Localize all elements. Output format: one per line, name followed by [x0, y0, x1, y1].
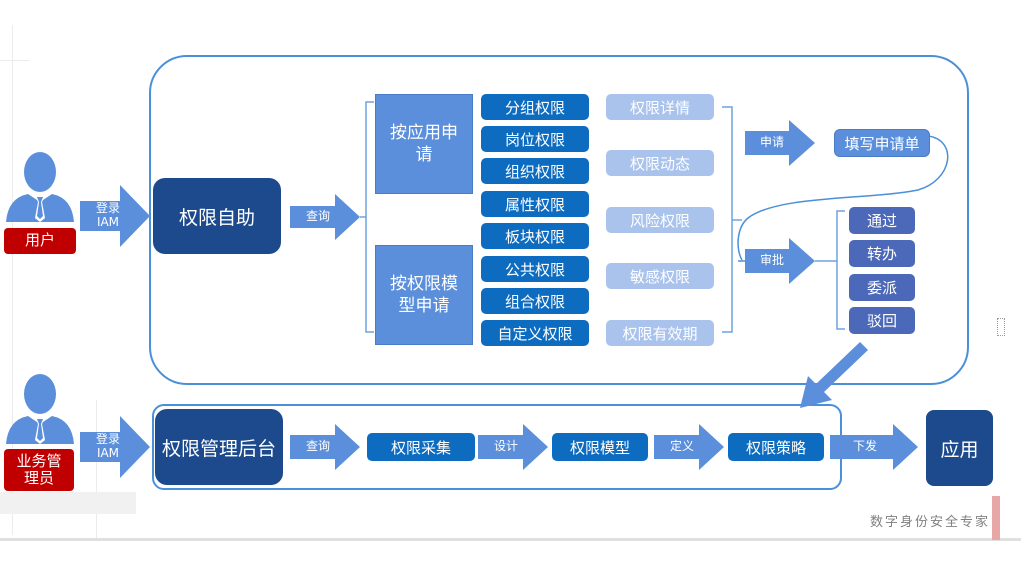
permission-type-item[interactable]: 组合权限 — [481, 288, 589, 314]
query-arrow-self-service — [290, 194, 360, 240]
person-icon — [6, 152, 74, 222]
person-icon — [6, 374, 74, 444]
admin-avatar — [4, 372, 76, 448]
self-service-frame — [149, 55, 969, 385]
guide-line — [96, 400, 97, 540]
permission-type-item[interactable]: 板块权限 — [481, 223, 589, 249]
user-avatar — [4, 150, 76, 226]
permission-type-item[interactable]: 组织权限 — [481, 158, 589, 184]
apply-arrow — [745, 120, 815, 166]
query-arrow-admin-label: 查询 — [305, 439, 330, 454]
dispatch-arrow — [830, 424, 918, 470]
self-service-title[interactable]: 权限自助 — [153, 178, 281, 254]
approval-action-item[interactable]: 委派 — [849, 274, 915, 301]
step-permission-model[interactable]: 权限模型 — [552, 433, 648, 461]
permission-info-item[interactable]: 敏感权限 — [606, 263, 714, 289]
query-arrow-admin — [290, 424, 360, 470]
watermark: 数字身份安全专家 — [869, 515, 990, 530]
bottom-divider — [0, 538, 1021, 541]
permission-info-item[interactable]: 权限动态 — [606, 150, 714, 176]
approve-arrow-label: 审批 — [759, 253, 784, 268]
step-permission-policy[interactable]: 权限策略 — [728, 433, 824, 461]
apply-arrow-label: 申请 — [759, 135, 784, 150]
step-permission-collection[interactable]: 权限采集 — [367, 433, 475, 461]
apply-by-model-box[interactable]: 按权限模型申请 — [375, 245, 473, 345]
accent-bar — [992, 496, 1000, 540]
permission-info-item[interactable]: 风险权限 — [606, 207, 714, 233]
user-label: 用户 — [4, 228, 76, 254]
fill-form-box[interactable]: 填写申请单 — [834, 129, 930, 157]
diagonal-arrow — [800, 342, 868, 408]
design-arrow — [478, 424, 548, 470]
admin-console-title[interactable]: 权限管理后台 — [155, 409, 283, 485]
dispatch-arrow-label: 下发 — [852, 439, 877, 454]
approval-action-item[interactable]: 转办 — [849, 240, 915, 267]
application-target[interactable]: 应用 — [926, 410, 993, 486]
small-icon — [997, 318, 1005, 336]
query-arrow-self-service-label: 查询 — [305, 209, 330, 224]
permission-type-item[interactable]: 自定义权限 — [481, 320, 589, 346]
admin-label: 业务管理员 — [4, 449, 74, 491]
login-arrow-admin — [80, 416, 150, 478]
design-arrow-label: 设计 — [493, 439, 518, 454]
permission-type-item[interactable]: 分组权限 — [481, 94, 589, 120]
approve-arrow — [745, 238, 815, 284]
login-arrow-user — [80, 185, 150, 247]
permission-type-item[interactable]: 公共权限 — [481, 256, 589, 282]
gray-bar — [0, 492, 136, 514]
bracket-approval — [815, 210, 845, 330]
permission-info-item[interactable]: 权限有效期 — [606, 320, 714, 346]
approval-action-item[interactable]: 通过 — [849, 207, 915, 234]
guide-line — [0, 60, 30, 61]
apply-by-app-box[interactable]: 按应用申请 — [375, 94, 473, 194]
guide-line — [12, 25, 13, 535]
define-arrow — [654, 424, 724, 470]
approval-action-item[interactable]: 驳回 — [849, 307, 915, 334]
bracket-apply — [360, 101, 374, 333]
permission-type-item[interactable]: 岗位权限 — [481, 126, 589, 152]
permission-type-item[interactable]: 属性权限 — [481, 191, 589, 217]
define-arrow-label: 定义 — [669, 439, 694, 454]
permission-info-item[interactable]: 权限详情 — [606, 94, 714, 120]
